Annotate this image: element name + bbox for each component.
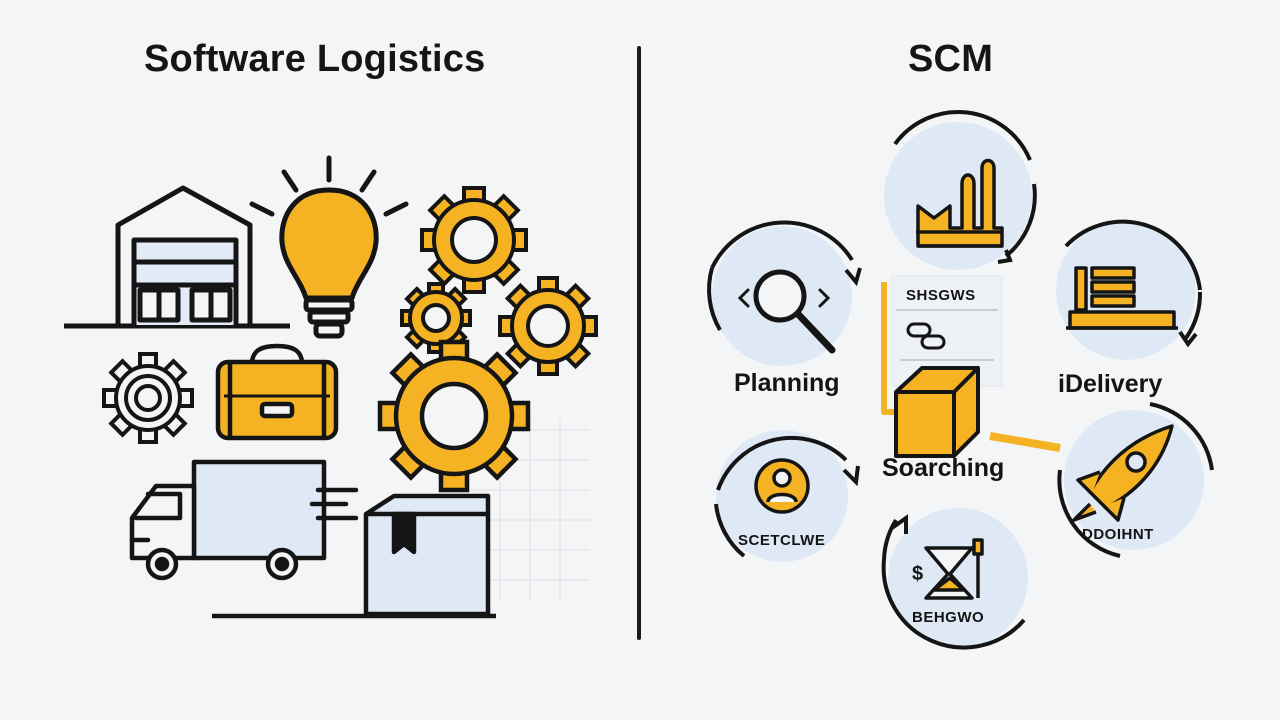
magnifier-icon <box>737 269 836 354</box>
user-circle <box>714 430 860 562</box>
cube-icon <box>894 366 980 458</box>
cog-outline-icon <box>102 352 194 444</box>
package-box-icon <box>212 493 496 619</box>
gear-icon-small <box>400 282 472 354</box>
finance-circle: $ <box>881 508 1028 650</box>
user-avatar-icon <box>754 458 810 514</box>
rocket-circle <box>1057 402 1214 558</box>
finance-circle-label: BEHGWO <box>912 609 985 626</box>
gear-icon-top <box>420 186 528 294</box>
hourglass-icon: $ <box>912 538 984 600</box>
factory-icon <box>916 158 1004 248</box>
delivery-circle <box>1056 219 1203 360</box>
rocket-circle-label: DDOIHNT <box>1082 526 1154 543</box>
planning-circle <box>707 220 862 366</box>
warehouse-icon <box>64 185 290 329</box>
rocket-icon <box>1072 424 1174 522</box>
user-circle-label: SCETCLWE <box>738 532 826 549</box>
delivery-label: iDelivery <box>1058 370 1163 398</box>
bag-icon <box>215 343 339 441</box>
lightbulb-icon <box>249 155 409 339</box>
scm-title: SCM <box>908 38 994 80</box>
software-logistics-title: Software Logistics <box>144 38 486 80</box>
board-heading-label: SHSGWS <box>906 287 976 304</box>
gear-icon-right <box>498 276 598 376</box>
planning-label: Planning <box>734 369 840 397</box>
svg-text:$: $ <box>912 563 923 585</box>
truck-icon <box>129 459 359 581</box>
warehouse-shelf-icon <box>1066 266 1178 330</box>
center-divider <box>637 46 641 640</box>
gear-icon-large <box>377 339 531 493</box>
chain-link-icon <box>906 322 946 350</box>
factory-circle <box>884 110 1037 270</box>
sourcing-label: Soarching <box>882 454 1005 482</box>
